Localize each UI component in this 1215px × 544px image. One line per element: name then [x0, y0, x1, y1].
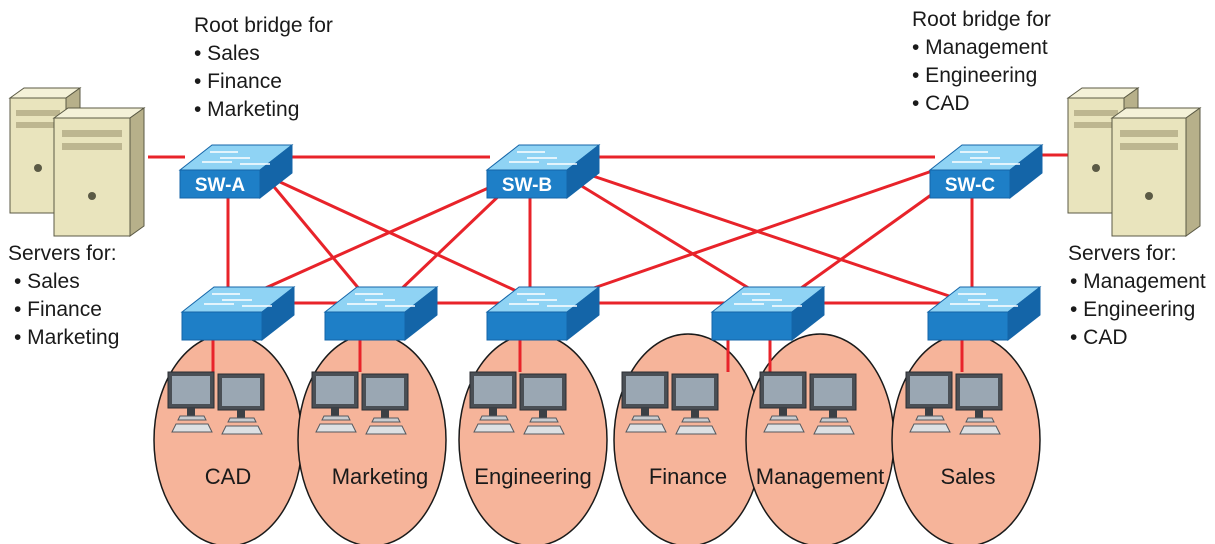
vlan-label-engineering: Engineering: [474, 464, 591, 489]
switch-icon: [710, 285, 826, 342]
note-item: • Marketing: [14, 326, 119, 349]
computer-icon: [955, 373, 1003, 435]
core-switch-sw-c: SW-C: [928, 143, 1044, 200]
note-item: • Finance: [194, 70, 282, 93]
switch-icon: [178, 143, 294, 200]
note-heading: Servers for:: [8, 242, 117, 265]
core-switch-sw-a: SW-A: [178, 143, 294, 200]
pc-pair: [621, 371, 719, 435]
link-sw-c-acc4: [789, 183, 946, 298]
vlan-ellipse-finance: [613, 333, 763, 544]
vlan-label-management: Management: [756, 464, 884, 489]
computer-icon: [809, 373, 857, 435]
pc-pair: [905, 371, 1003, 435]
note-item: • CAD: [912, 92, 970, 115]
vlan-groups: [153, 333, 1041, 544]
note-item: • Finance: [14, 298, 102, 321]
server-stack-left: [8, 87, 146, 237]
servers-note-left: Servers for: • Sales • Finance • Marketi…: [8, 242, 119, 349]
vlan-ellipse-engineering: [458, 333, 608, 544]
vlan-ellipse-sales: [891, 333, 1041, 544]
vlan-label-sales: Sales: [940, 464, 995, 489]
switch-label: SW-C: [945, 175, 996, 196]
switch-icon: [928, 143, 1044, 200]
server-icon: [52, 107, 146, 237]
pc-pair: [759, 371, 857, 435]
note-heading: Root bridge for: [912, 8, 1051, 31]
pc-pair: [469, 371, 567, 435]
access-switch-finance-management: [710, 285, 826, 342]
root-bridge-note-sw-a: Root bridge for • Sales • Finance • Mark…: [194, 14, 333, 121]
switch-icon: [485, 143, 601, 200]
computer-icon: [361, 373, 409, 435]
vlan-ellipse-management: [745, 333, 895, 544]
note-heading: Servers for:: [1068, 242, 1177, 265]
vlan-label-marketing: Marketing: [332, 464, 429, 489]
switch-label: SW-B: [502, 175, 552, 196]
pc-pairs: [167, 371, 1003, 435]
note-item: • Engineering: [912, 64, 1037, 87]
server-icon: [1110, 107, 1202, 237]
link-sw-a-acc2: [268, 181, 362, 291]
computer-icon: [759, 371, 807, 433]
computer-icon: [311, 371, 359, 433]
switch-label: SW-A: [195, 175, 246, 196]
vlan-ellipse-cad: [153, 333, 303, 544]
vlan-ellipse-marketing: [297, 333, 447, 544]
switch-icon: [485, 285, 601, 342]
computer-icon: [905, 371, 953, 433]
computer-icon: [671, 373, 719, 435]
link-sw-b-acc4: [579, 183, 761, 297]
switch-icon: [323, 285, 439, 342]
access-switch-engineering: [485, 285, 601, 342]
note-item: • Management: [1070, 270, 1206, 293]
root-bridge-note-sw-c: Root bridge for • Management • Engineeri…: [912, 8, 1051, 115]
access-switch-marketing: [323, 285, 439, 342]
vlan-label-finance: Finance: [649, 464, 727, 489]
note-heading: Root bridge for: [194, 14, 333, 37]
link-sw-c-acc3: [564, 168, 936, 300]
servers-note-right: Servers for: • Management • Engineering …: [1068, 242, 1206, 349]
note-item: • CAD: [1070, 326, 1128, 349]
computer-icon: [167, 371, 215, 433]
note-item: • Engineering: [1070, 298, 1195, 321]
note-item: • Marketing: [194, 98, 299, 121]
link-sw-b-acc6: [589, 173, 956, 300]
server-stack-right: [1066, 87, 1202, 237]
switch-icon: [180, 285, 296, 342]
network-links: [148, 153, 1070, 372]
link-sw-b-acc2: [393, 188, 507, 297]
note-item: • Management: [912, 36, 1048, 59]
pc-pair: [167, 371, 265, 435]
computer-icon: [469, 371, 517, 433]
pc-pair: [311, 371, 409, 435]
computer-icon: [519, 373, 567, 435]
note-item: • Sales: [14, 270, 80, 293]
access-switch-cad: [180, 285, 296, 342]
note-item: • Sales: [194, 42, 260, 65]
access-switch-sales: [926, 285, 1042, 342]
core-switch-sw-b: SW-B: [485, 143, 601, 200]
switch-icon: [926, 285, 1042, 342]
link-sw-b-acc1: [249, 183, 496, 297]
computer-icon: [217, 373, 265, 435]
vlan-label-cad: CAD: [205, 464, 251, 489]
link-sw-a-acc3: [279, 180, 526, 297]
computer-icon: [621, 371, 669, 433]
